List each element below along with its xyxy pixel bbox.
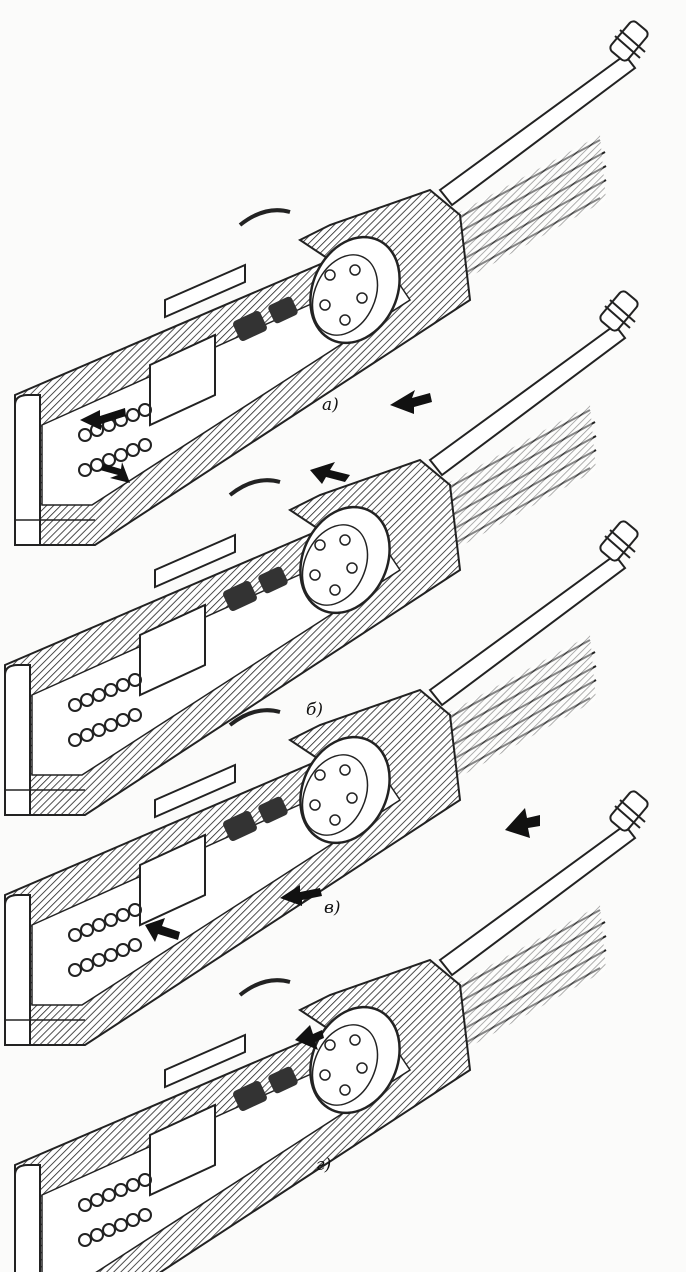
panel-label-d: г) — [316, 1155, 332, 1175]
arrow-icon — [310, 462, 350, 484]
arrow-icon — [295, 1025, 324, 1050]
panel-label-a: а) — [322, 395, 339, 415]
arrow-icon — [80, 408, 126, 430]
panel-label-b: б) — [306, 700, 324, 720]
arrow-icon — [100, 462, 130, 483]
arrow-icon — [505, 808, 540, 838]
motion-arrows — [80, 390, 540, 1050]
arrow-icon — [280, 885, 322, 906]
panel-label-c: в) — [324, 898, 341, 918]
arrow-icon — [390, 390, 432, 414]
arrow-icon — [145, 918, 180, 942]
